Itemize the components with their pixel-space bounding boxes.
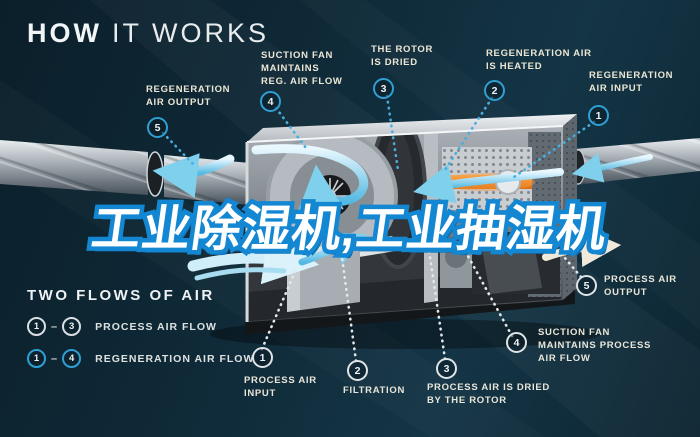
label-regeneration-air-input: REGENERATION AIR INPUT [589,70,674,94]
legend-dash: – [51,352,58,365]
step-badge-process-1: 1 [252,347,273,368]
filtration-arrow [298,232,368,266]
badge-number: 3 [68,321,75,332]
badge-number: 4 [68,353,75,364]
label-process-air-output: PROCESS AIR OUTPUT [604,274,677,298]
label-process-air-input: PROCESS AIR INPUT [244,375,317,399]
step-badge-regen-2: 2 [484,80,505,101]
legend-row-process: 1 – 3 PROCESS AIR FLOW [27,317,254,336]
legend-badge-from: 1 [27,317,46,336]
legend-label-regeneration: REGENERATION AIR FLOW [95,352,255,365]
step-badge-regen-4: 4 [260,91,281,112]
process-input-arrow [187,229,320,285]
legend-row-regeneration: 1 – 4 REGENERATION AIR FLOW [27,349,254,368]
process-output-arrow [542,227,622,268]
badge-number: 2 [491,84,498,97]
leader-lines [161,94,596,363]
badge-number: 3 [380,82,387,95]
step-badge-process-5: 5 [576,275,597,296]
step-badge-process-3: 3 [436,358,457,379]
badge-number: 1 [33,353,40,364]
page-title-bold: HOW [27,18,102,48]
heater-flow-arrow [413,164,564,204]
step-badge-regen-5: 5 [147,117,168,138]
regeneration-output-arrow [152,153,235,198]
flow-arrows [152,144,653,285]
page-title: HOW IT WORKS [27,18,269,49]
label-regeneration-air-output: REGENERATION AIR OUTPUT [146,84,231,108]
legend-badge-to: 4 [62,349,82,368]
label-suction-fan-process: SUCTION FAN MAINTAINS PROCESS AIR FLOW [538,327,652,364]
label-rotor-dried: THE ROTOR IS DRIED [371,44,434,68]
badge-number: 1 [259,351,266,364]
badge-number: 4 [267,95,274,108]
badge-number: 3 [443,362,450,375]
badge-number: 5 [154,121,161,134]
badge-number: 5 [583,279,590,292]
legend-label-process: PROCESS AIR FLOW [95,320,217,333]
step-badge-process-2: 2 [347,360,368,381]
badge-number: 1 [33,321,40,332]
label-process-air-dried: PROCESS AIR IS DRIED BY THE ROTOR [427,382,550,406]
badge-number: 2 [354,364,361,377]
step-badge-regen-1: 1 [588,105,609,126]
legend-badge-to: 3 [62,317,82,336]
legend-dash: – [51,320,58,333]
label-suction-fan-reg: SUCTION FAN MAINTAINS REG. AIR FLOW [261,50,343,87]
flows-legend: TWO FLOWS OF AIR 1 – 3 PROCESS AIR FLOW … [27,287,254,381]
label-regeneration-air-heated: REGENERATION AIR IS HEATED [486,48,592,72]
label-filtration: FILTRATION [343,385,406,396]
page-title-rest: IT WORKS [111,18,269,48]
step-badge-regen-3: 3 [373,78,394,99]
legend-title: TWO FLOWS OF AIR [27,287,215,304]
badge-number: 4 [513,336,520,349]
fan-swirl-arrow [251,144,369,212]
badge-number: 1 [595,109,602,122]
regeneration-input-arrow [571,153,653,183]
process-input-arrow-secondary [194,267,287,281]
legend-badge-from: 1 [27,349,46,368]
step-badge-process-4: 4 [506,332,527,353]
